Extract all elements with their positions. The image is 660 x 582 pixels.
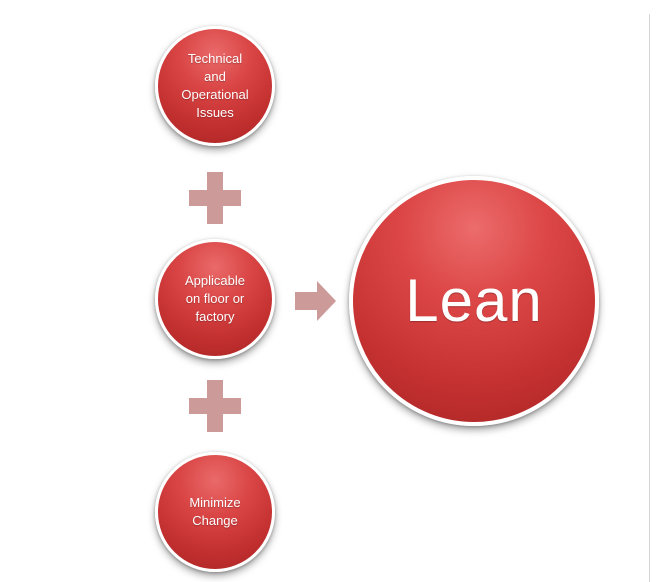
input-circle-technical-operational: Technical and Operational Issues: [155, 26, 275, 146]
plus-icon: [189, 172, 241, 224]
input-circle-minimize-change: Minimize Change: [155, 452, 275, 572]
right-arrow-icon: [295, 281, 336, 321]
input-label-technical-operational: Technical and Operational Issues: [181, 51, 249, 120]
input-label-minimize-change: Minimize Change: [189, 495, 241, 528]
result-circle-lean: Lean: [349, 176, 599, 426]
input-circle-applicable-floor: Applicable on floor or factory: [155, 239, 275, 359]
page-edge-divider: [649, 14, 650, 582]
plus-icon: [189, 380, 241, 432]
right-arrow-shape: [295, 281, 336, 321]
input-label-applicable-floor: Applicable on floor or factory: [185, 273, 245, 324]
plus-icon-vertical-bar: [207, 380, 223, 432]
result-label: Lean: [405, 267, 543, 334]
plus-icon-vertical-bar: [207, 172, 223, 224]
